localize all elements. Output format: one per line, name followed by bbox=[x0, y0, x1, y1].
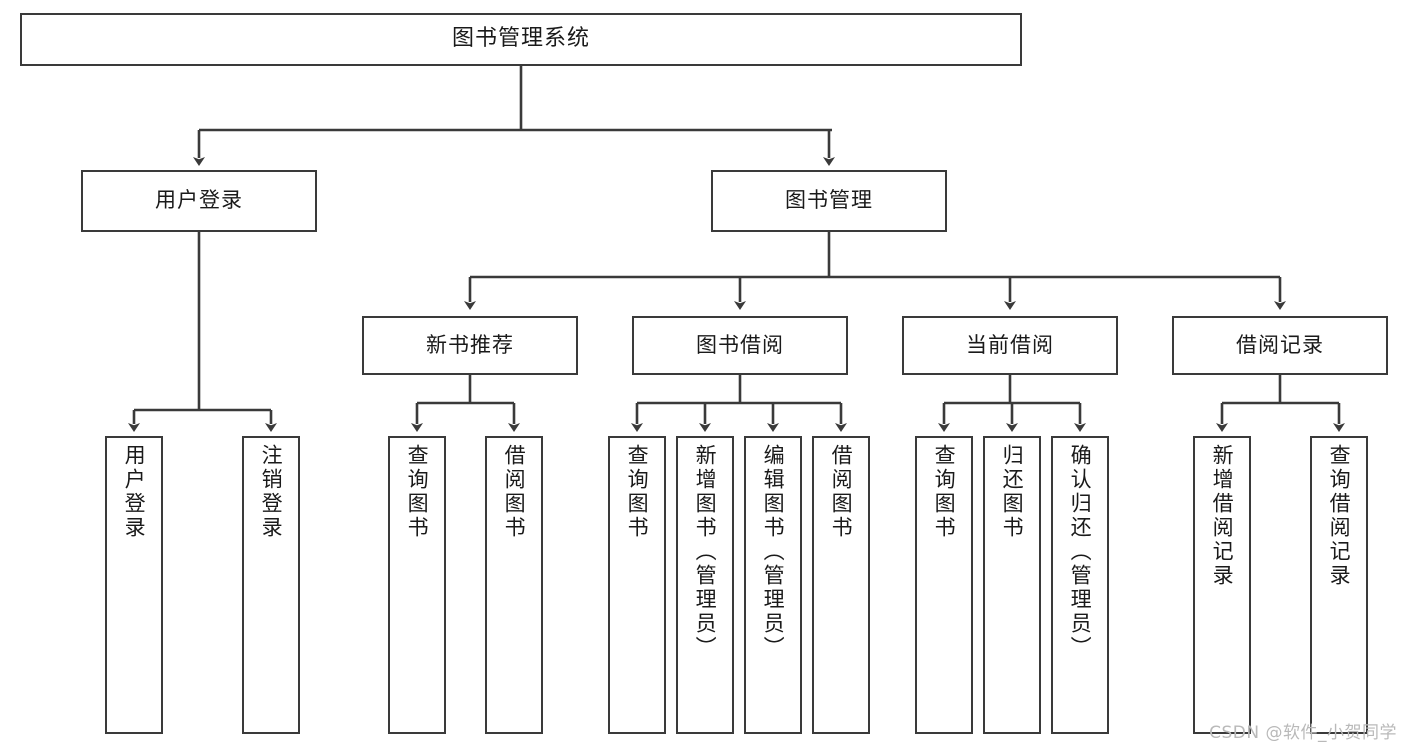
node-new-book-recommend[interactable]: 新书推荐 bbox=[362, 316, 578, 375]
node-current-borrow[interactable]: 当前借阅 bbox=[902, 316, 1118, 375]
node-book-manage-label: 图书管理 bbox=[785, 188, 873, 213]
node-leaf-query-book-2[interactable]: 查询图书 bbox=[608, 436, 666, 734]
node-borrow-record-label: 借阅记录 bbox=[1236, 332, 1324, 357]
node-leaf-add-book-label: 新增图书（管理员） bbox=[693, 444, 718, 660]
node-leaf-edit-book-label: 编辑图书（管理员） bbox=[761, 444, 786, 660]
node-leaf-add-record-label: 新增借阅记录 bbox=[1210, 444, 1235, 588]
node-book-borrow-label: 图书借阅 bbox=[696, 332, 784, 357]
node-leaf-query-book-2-label: 查询图书 bbox=[625, 444, 650, 540]
node-leaf-borrow-book-2[interactable]: 借阅图书 bbox=[812, 436, 870, 734]
node-book-manage[interactable]: 图书管理 bbox=[711, 170, 947, 232]
node-leaf-confirm-return[interactable]: 确认归还（管理员） bbox=[1051, 436, 1109, 734]
node-leaf-borrow-book-1[interactable]: 借阅图书 bbox=[485, 436, 543, 734]
node-leaf-add-record[interactable]: 新增借阅记录 bbox=[1193, 436, 1251, 734]
node-root[interactable]: 图书管理系统 bbox=[20, 13, 1022, 66]
node-leaf-edit-book[interactable]: 编辑图书（管理员） bbox=[744, 436, 802, 734]
node-leaf-query-book-3-label: 查询图书 bbox=[932, 444, 957, 540]
node-leaf-query-book-3[interactable]: 查询图书 bbox=[915, 436, 973, 734]
node-leaf-query-record-label: 查询借阅记录 bbox=[1327, 444, 1352, 588]
watermark: CSDN @软件_小贺同学 bbox=[1209, 723, 1397, 743]
node-leaf-logout[interactable]: 注销登录 bbox=[242, 436, 300, 734]
node-new-book-recommend-label: 新书推荐 bbox=[426, 332, 514, 357]
node-leaf-query-book-1[interactable]: 查询图书 bbox=[388, 436, 446, 734]
node-leaf-user-login[interactable]: 用户登录 bbox=[105, 436, 163, 734]
node-leaf-add-book[interactable]: 新增图书（管理员） bbox=[676, 436, 734, 734]
node-leaf-borrow-book-1-label: 借阅图书 bbox=[502, 444, 527, 540]
node-leaf-return-book-label: 归还图书 bbox=[1000, 444, 1025, 540]
node-leaf-return-book[interactable]: 归还图书 bbox=[983, 436, 1041, 734]
node-root-label: 图书管理系统 bbox=[451, 26, 590, 52]
node-user-login[interactable]: 用户登录 bbox=[81, 170, 317, 232]
node-leaf-logout-label: 注销登录 bbox=[259, 444, 284, 540]
node-book-borrow[interactable]: 图书借阅 bbox=[632, 316, 848, 375]
node-leaf-borrow-book-2-label: 借阅图书 bbox=[829, 444, 854, 540]
node-current-borrow-label: 当前借阅 bbox=[966, 332, 1054, 357]
node-user-login-label: 用户登录 bbox=[155, 188, 243, 213]
node-leaf-confirm-return-label: 确认归还（管理员） bbox=[1068, 444, 1093, 660]
node-borrow-record[interactable]: 借阅记录 bbox=[1172, 316, 1388, 375]
node-leaf-user-login-label: 用户登录 bbox=[122, 444, 147, 540]
node-leaf-query-record[interactable]: 查询借阅记录 bbox=[1310, 436, 1368, 734]
node-leaf-query-book-1-label: 查询图书 bbox=[405, 444, 430, 540]
